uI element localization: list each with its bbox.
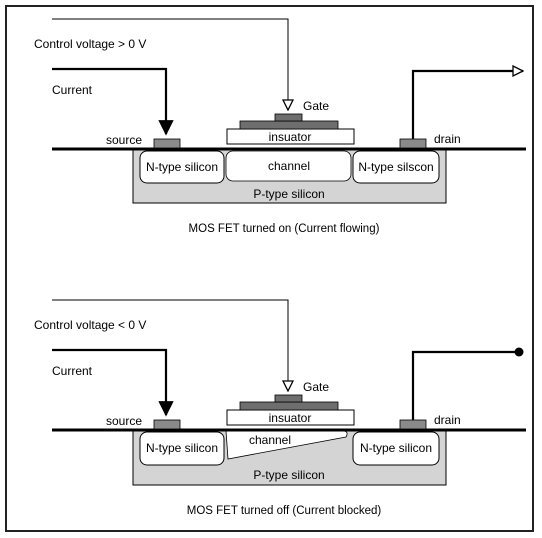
gate-plate	[239, 401, 339, 411]
source-label: source	[106, 133, 142, 147]
channel-region	[225, 150, 352, 182]
source-contact	[153, 419, 181, 430]
gate-plate	[239, 120, 339, 130]
caption-on: MOS FET turned on (Current flowing)	[189, 223, 380, 235]
n-type-region-right	[352, 431, 440, 466]
diagram-on: Control voltage > 0 V Current Gate insua…	[34, 18, 526, 235]
p-type-label: P-type silicon	[253, 468, 324, 482]
source-contact	[153, 138, 181, 149]
insulator-label: insuator	[269, 130, 312, 144]
current-blocked-wire	[411, 350, 517, 420]
control-voltage-label: Control voltage < 0 V	[34, 318, 146, 332]
terminal-dot	[514, 347, 524, 357]
gate-label: Gate	[303, 99, 329, 113]
n-type-region-right	[352, 150, 440, 184]
n-type-region-left	[139, 431, 225, 466]
caption-off: MOS FET turned off (Current blocked)	[187, 505, 382, 517]
control-voltage-label: Control voltage > 0 V	[34, 37, 146, 51]
drain-contact	[399, 419, 427, 430]
gate-contact	[274, 394, 303, 403]
control-voltage-wire	[52, 299, 288, 391]
source-label: source	[106, 414, 142, 428]
current-label: Current	[52, 83, 93, 97]
n-type-left-label: N-type silicon	[146, 160, 218, 174]
current-in-wire	[52, 67, 174, 136]
current-label: Current	[52, 364, 93, 378]
current-in-wire	[52, 348, 174, 417]
n-type-left-label: N-type silicon	[146, 441, 218, 455]
current-out-wire	[411, 71, 523, 139]
control-voltage-wire	[52, 18, 288, 110]
n-type-right-label: N-type silscon	[358, 160, 433, 174]
insulator-label: insuator	[269, 411, 312, 425]
gate-label: Gate	[303, 380, 329, 394]
diagram-off: Control voltage < 0 V Current Gate insua…	[34, 299, 526, 517]
gate-contact	[274, 113, 303, 122]
n-type-right-label: N-type silicon	[360, 441, 432, 455]
n-type-region-left	[139, 150, 225, 184]
drain-contact	[399, 138, 427, 149]
channel-label: channel	[249, 433, 291, 447]
drain-label: drain	[434, 132, 461, 146]
drain-label: drain	[434, 413, 461, 427]
channel-label: channel	[268, 159, 310, 173]
p-type-label: P-type silicon	[253, 187, 324, 201]
